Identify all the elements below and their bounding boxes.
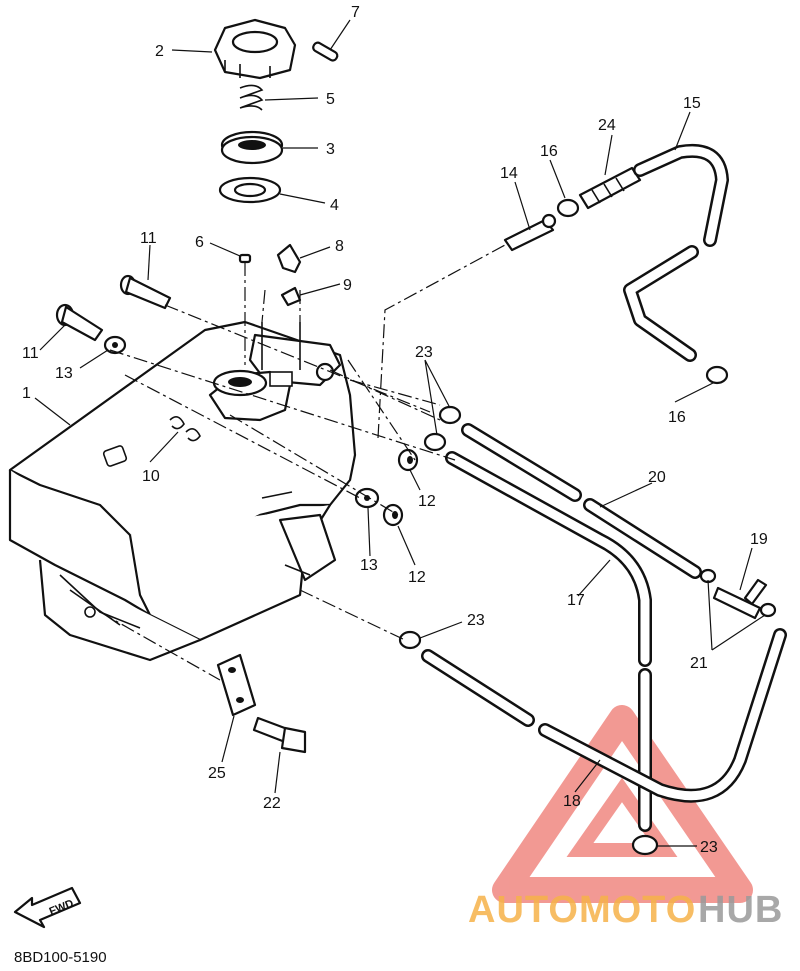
hose-18 (421, 628, 787, 803)
callout-6: 6 (195, 234, 204, 251)
hose-clip-23-lower (398, 630, 422, 650)
hose-20 (461, 423, 702, 579)
callout-20: 20 (648, 469, 666, 486)
hose-clip-16-upper (556, 198, 580, 218)
hose-clip-23-bottom (631, 834, 659, 856)
callout-10: 10 (142, 468, 160, 485)
tank-cap (213, 18, 297, 80)
small-clip (280, 286, 302, 307)
cap-seal-ring (220, 130, 284, 165)
callout-1: 1 (22, 385, 31, 402)
callouts: 1 2 3 4 5 6 7 8 9 10 11 11 12 12 13 13 1… (22, 4, 768, 856)
bolt-upper (119, 274, 172, 310)
callout-22: 22 (263, 795, 281, 812)
tank-filler-neck (208, 369, 293, 422)
callout-14: 14 (500, 165, 518, 182)
callout-13a: 13 (55, 365, 73, 382)
cap-spring (239, 84, 264, 111)
callout-23c: 23 (700, 839, 718, 856)
watermark-automoto: AUTOMOTO (468, 889, 696, 931)
callout-13b: 13 (360, 557, 378, 574)
clip-bracket (276, 243, 302, 274)
hose-clip-16-lower (705, 365, 729, 385)
assembly-lines (99, 244, 506, 681)
callout-23a: 23 (415, 344, 433, 361)
leader-lines (34, 19, 766, 847)
protector-sleeve (578, 166, 642, 210)
callout-25: 25 (208, 765, 226, 782)
callout-12a: 12 (418, 493, 436, 510)
wire-clip (169, 416, 201, 442)
vent-valve (503, 213, 557, 252)
cap-gasket (218, 176, 282, 204)
callout-11a: 11 (140, 230, 157, 247)
forward-arrow-icon: FWD (13, 886, 82, 929)
callout-2: 2 (155, 43, 164, 60)
bolt-lower (55, 303, 104, 342)
callout-23b: 23 (467, 612, 485, 629)
callout-5: 5 (326, 91, 335, 108)
diagram-code: 8BD100-5190 (14, 949, 107, 966)
cap-small-pin (238, 253, 252, 264)
callout-11b: 11 (22, 345, 39, 362)
t-joint-19 (712, 578, 768, 620)
callout-18: 18 (563, 793, 581, 810)
callout-17: 17 (567, 592, 585, 609)
callout-9: 9 (343, 277, 352, 294)
callout-12b: 12 (408, 569, 426, 586)
watermark-logo-triangle (492, 705, 753, 903)
washer-13-upper (103, 335, 127, 355)
hose-clips-23-upper (423, 405, 462, 452)
cap-pin (312, 41, 339, 62)
hose-clips-21 (699, 568, 777, 618)
mount-bracket (216, 653, 257, 717)
breather-hose-15 (623, 143, 729, 362)
callout-21: 21 (690, 655, 708, 672)
callout-16b: 16 (668, 409, 686, 426)
watermark-hub: HUB (698, 889, 783, 931)
callout-7: 7 (351, 4, 360, 21)
callout-15: 15 (683, 95, 701, 112)
callout-8: 8 (335, 238, 344, 255)
hose-17 (445, 451, 652, 832)
callout-24: 24 (598, 117, 616, 134)
callout-16a: 16 (540, 143, 558, 160)
fuel-tank (8, 320, 357, 662)
callout-4: 4 (330, 197, 339, 214)
grommet-12-upper (397, 448, 419, 472)
callout-19: 19 (750, 531, 768, 548)
mount-bolt (252, 716, 307, 754)
callout-3: 3 (326, 141, 335, 158)
watermark-text: AUTOMOTO HUB (468, 889, 783, 931)
